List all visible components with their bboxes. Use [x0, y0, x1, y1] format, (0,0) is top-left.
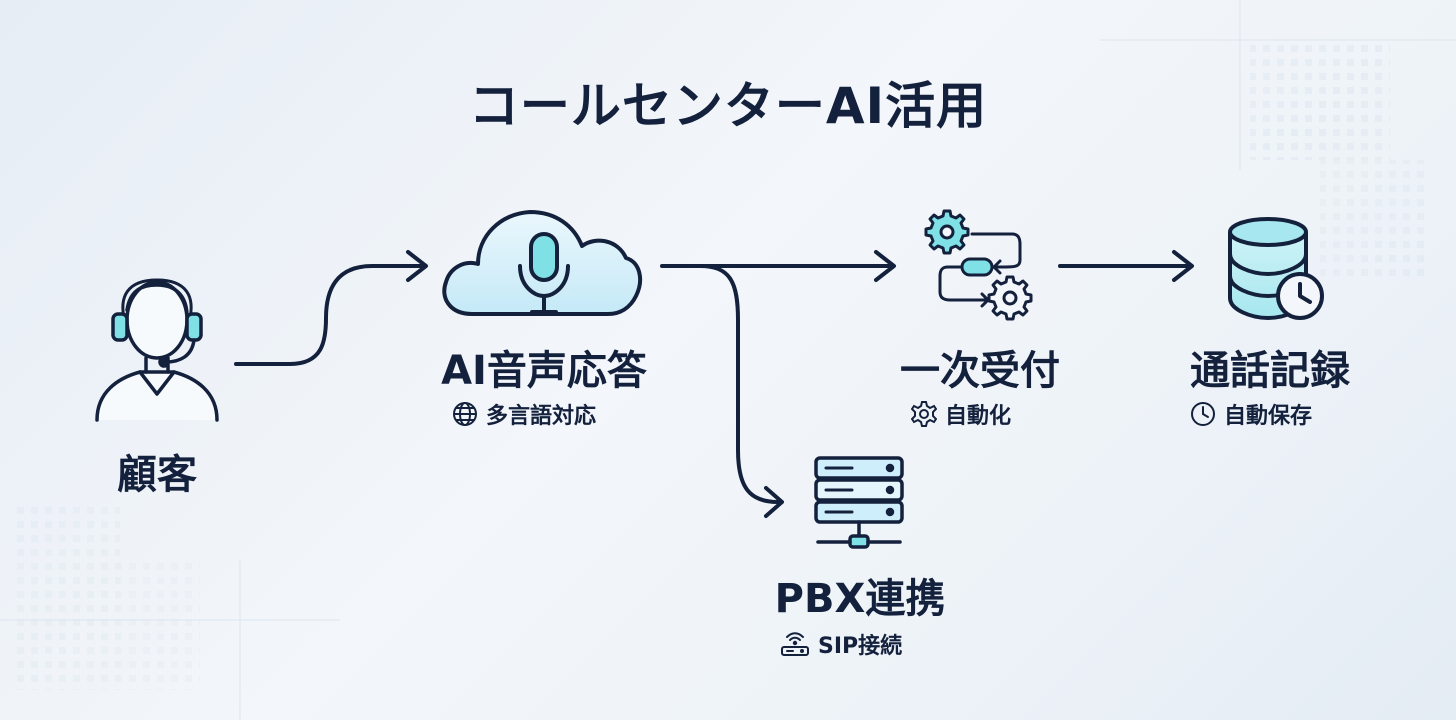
arrowhead-records — [1172, 250, 1194, 282]
database-clock-icon — [1228, 217, 1324, 320]
gears-workflow-icon — [924, 209, 1033, 321]
ai-voice-sub: 多言語対応 — [452, 398, 596, 430]
reception-label: 一次受付 — [900, 348, 1060, 394]
gear-icon — [911, 401, 937, 427]
arrowhead-ai — [406, 250, 428, 282]
ai-voice-label: AI音声応答 — [441, 348, 647, 394]
reception-sub-label: 自動化 — [945, 404, 1012, 429]
records-label: 通話記録 — [1190, 348, 1350, 394]
pbx-label: PBX連携 — [774, 576, 946, 622]
pbx-sub: SIP接続 — [780, 628, 902, 660]
server-rack-icon — [814, 456, 904, 549]
reception-sub: 自動化 — [911, 398, 1011, 430]
arrowhead-pbx — [764, 486, 784, 518]
records-sub-label: 自動保存 — [1224, 404, 1313, 429]
headset-person-icon — [95, 278, 219, 422]
arrow-ai-to-pbx — [698, 264, 780, 504]
router-wifi-icon — [781, 632, 809, 656]
ai-voice-sub-label: 多言語対応 — [486, 404, 597, 429]
customer-label: 顧客 — [117, 452, 197, 498]
arrow-customer-to-ai — [234, 264, 426, 366]
cloud-microphone-icon — [442, 210, 643, 316]
pbx-sub-label: SIP接続 — [818, 634, 903, 659]
records-sub: 自動保存 — [1190, 398, 1312, 430]
clock-icon — [1191, 402, 1215, 426]
diagram-title: コールセンターAI活用 — [468, 77, 988, 135]
arrowhead-reception — [874, 250, 896, 282]
globe-icon — [453, 402, 477, 426]
